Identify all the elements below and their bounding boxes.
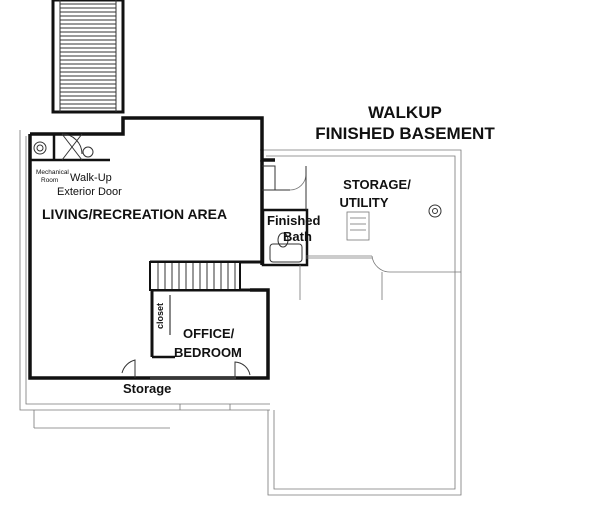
storage-utility-label-2: UTILITY — [339, 195, 388, 210]
mechanical-equipment — [33, 133, 94, 161]
office-label-1: OFFICE/ — [183, 326, 235, 341]
interior-stairs — [149, 261, 241, 291]
title-line-1: WALKUP — [368, 103, 442, 122]
bath-label-1: Finished — [267, 213, 321, 228]
title-line-2: FINISHED BASEMENT — [315, 124, 495, 143]
closet-label: closet — [155, 303, 165, 329]
bath-label-2: Bath — [283, 229, 312, 244]
mechanical-room-label-1: Mechanical — [36, 169, 69, 176]
walkup-door-label-1: Walk-Up — [70, 172, 112, 184]
unfinished-foundation-walls — [19, 130, 462, 496]
office-label-2: BEDROOM — [174, 345, 242, 360]
finished-area-walls — [28, 116, 275, 380]
utility-fixtures — [299, 204, 461, 300]
exterior-stairs — [51, 0, 125, 114]
finished-bath-walls — [261, 165, 309, 267]
living-area-label: LIVING/RECREATION AREA — [42, 206, 227, 222]
storage-doors — [121, 359, 251, 379]
storage-label: Storage — [123, 381, 171, 396]
storage-utility-label-1: STORAGE/ — [343, 177, 411, 192]
mechanical-room-label-2: Room — [41, 177, 58, 184]
walkup-door-label-2: Exterior Door — [57, 186, 122, 198]
